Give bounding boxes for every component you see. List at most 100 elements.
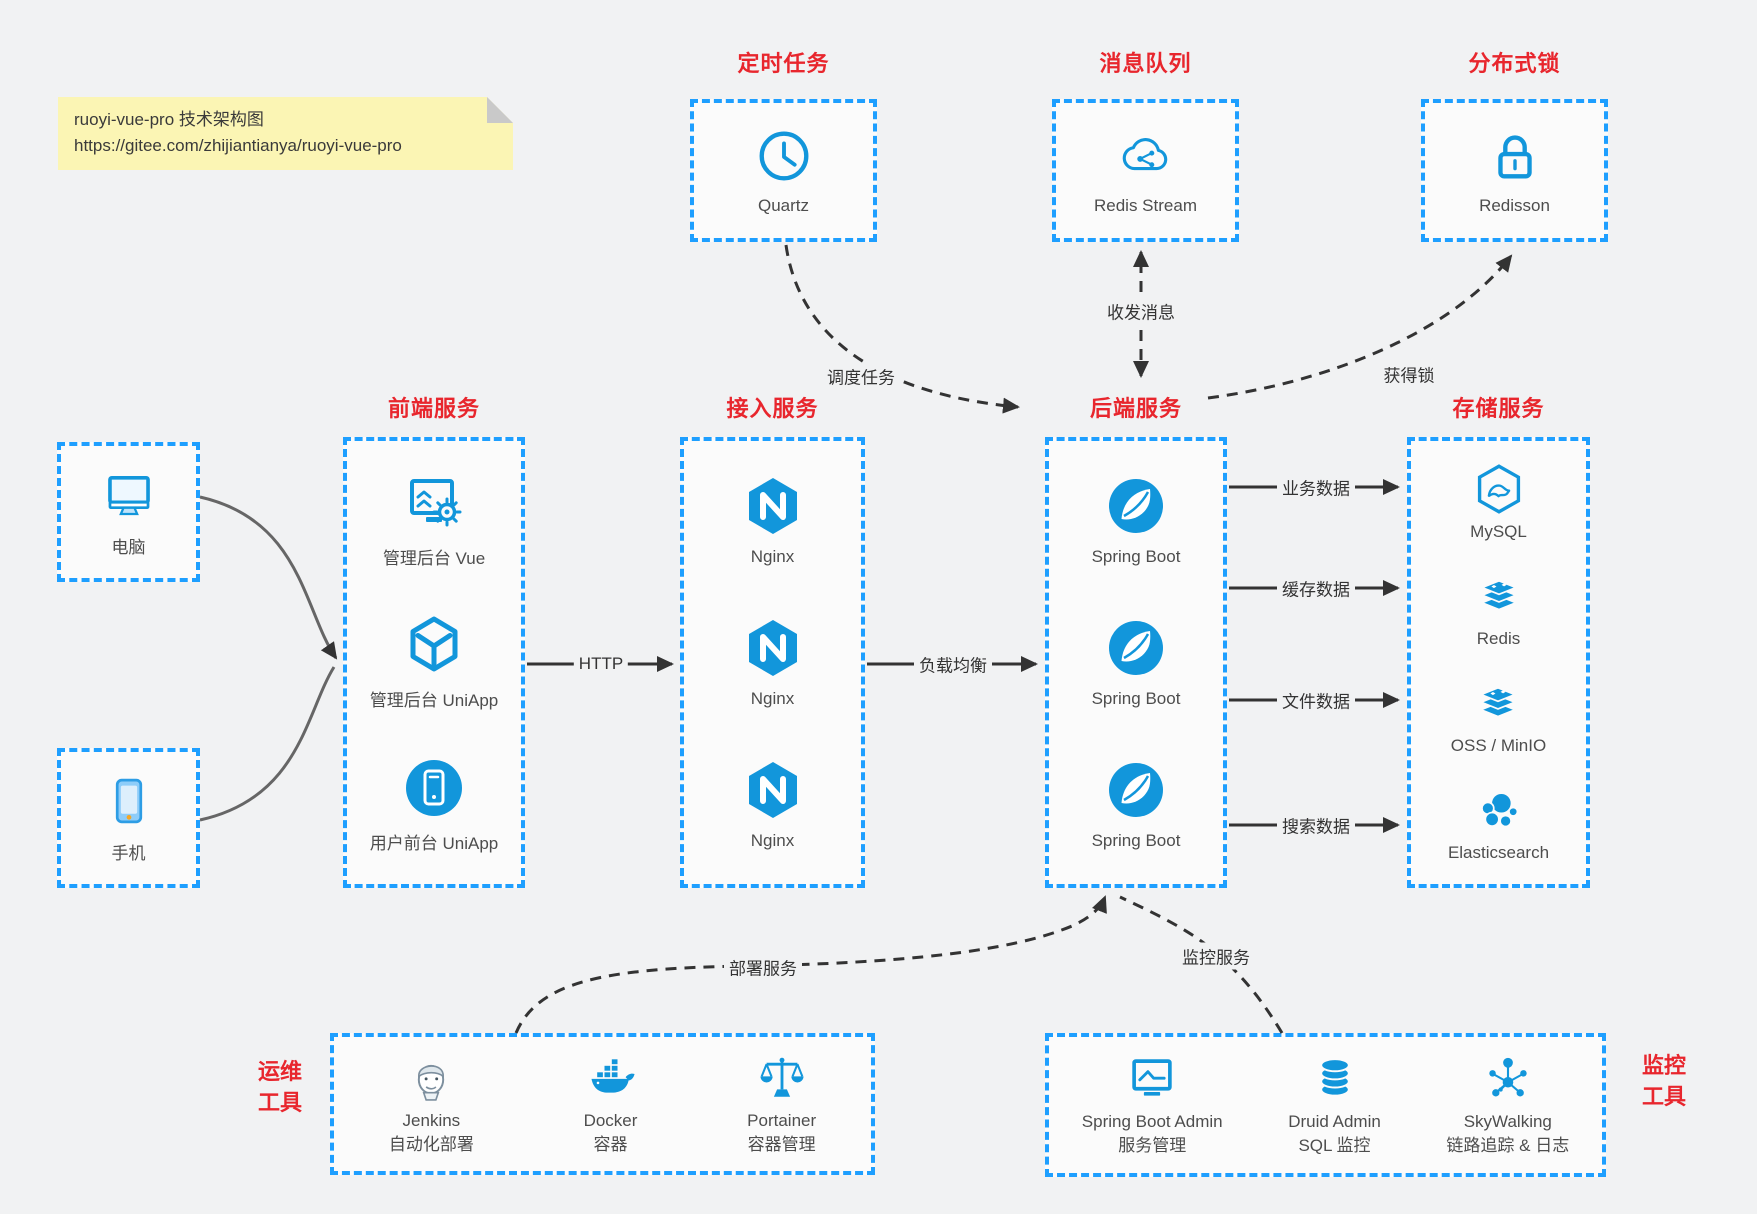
box-storage: MySQL Redis OSS / MinIO Elasticsearch [1407, 437, 1590, 888]
node-label: Elasticsearch [1447, 842, 1550, 862]
node-name: Spring Boot Admin [1081, 1111, 1223, 1131]
box-monitor-tools: Spring Boot Admin 服务管理 Druid Admin SQL 监… [1045, 1033, 1606, 1177]
box-client-pc: 电脑 [57, 442, 200, 582]
spring-boot-icon [1104, 758, 1168, 822]
user-app-icon [402, 756, 466, 820]
monitor-title-line1: 监控 [1641, 1053, 1686, 1078]
node-label: Nginx [750, 831, 795, 851]
box-ops-tools: Jenkins 自动化部署 Docker 容器 Portainer 容器管理 [330, 1033, 875, 1175]
edge-label-load-balance: 负载均衡 [914, 650, 992, 678]
sba-icon [1126, 1053, 1178, 1105]
docker-icon [585, 1052, 637, 1104]
skywalking-icon [1482, 1053, 1534, 1105]
desktop-icon [100, 466, 158, 524]
node-label: Redis [1476, 629, 1521, 649]
monitor-title-line2: 工具 [1641, 1084, 1686, 1109]
node-pc: 电脑 [100, 466, 158, 558]
node-admin-uniapp: 管理后台 UniApp [370, 613, 498, 711]
node-label: Nginx [750, 546, 795, 566]
box-distributed-lock: Redisson [1421, 99, 1608, 242]
node-desc: 容器管理 [747, 1134, 816, 1154]
node-label: 管理后台 UniApp [369, 691, 499, 711]
edge-deploy-service [514, 895, 1107, 1034]
node-label: 管理后台 Vue [382, 549, 486, 569]
group-title-lock: 分布式锁 [1468, 51, 1561, 76]
node-phone: 手机 [100, 772, 158, 864]
edge-label-acquire-lock: 获得锁 [1378, 360, 1440, 388]
node-label: Spring Boot [1091, 688, 1181, 708]
edge-label-business-data: 业务数据 [1277, 473, 1355, 501]
nginx-icon [741, 758, 805, 822]
node-label: Redis Stream [1094, 196, 1197, 215]
node-desc: 服务管理 [1118, 1135, 1187, 1155]
node-portainer: Portainer 容器管理 [747, 1052, 816, 1157]
node-springboot-2: Spring Boot [1091, 616, 1181, 709]
node-desc: 自动化部署 [388, 1134, 474, 1154]
nginx-icon [741, 474, 805, 538]
edge-label-http: HTTP [573, 653, 629, 675]
mysql-icon [1472, 462, 1526, 516]
node-name: Portainer [747, 1110, 817, 1130]
portainer-icon [756, 1052, 808, 1104]
edge-label-schedule-task: 调度任务 [822, 362, 900, 390]
node-name: Druid Admin [1288, 1111, 1381, 1131]
group-title-ops: 运维 工具 [234, 1056, 326, 1118]
clock-icon [753, 125, 815, 187]
node-user-uniapp: 用户前台 UniApp [370, 756, 498, 854]
node-label: OSS / MinIO [1450, 735, 1547, 755]
edge-pc-to-frontend [199, 495, 338, 660]
node-springboot-1: Spring Boot [1092, 474, 1180, 567]
edge-schedule-task [784, 244, 1020, 414]
group-title-monitor: 监控 工具 [1618, 1050, 1710, 1112]
node-docker: Docker 容器 [583, 1052, 638, 1157]
node-skywalking: SkyWalking 链路追踪 & 日志 [1446, 1053, 1569, 1158]
box-frontend: 管理后台 Vue 管理后台 UniApp 用户前台 UniApp [343, 437, 525, 888]
node-quartz: Quartz [753, 125, 815, 216]
node-mysql: MySQL [1470, 462, 1527, 542]
node-nginx-3: Nginx [741, 758, 805, 851]
box-message-queue: Redis Stream [1052, 99, 1239, 242]
node-spring-boot-admin: Spring Boot Admin 服务管理 [1082, 1053, 1223, 1158]
note-title: ruoyi-vue-pro 技术架构图 [74, 110, 264, 129]
group-title-backend: 后端服务 [1089, 396, 1182, 421]
box-backend: Spring Boot Spring Boot Spring Boot [1045, 437, 1227, 888]
node-label: Quartz [757, 196, 810, 215]
node-label: Spring Boot [1091, 831, 1181, 851]
node-name: Jenkins [402, 1110, 461, 1130]
nginx-icon [741, 616, 805, 680]
group-title-frontend: 前端服务 [387, 396, 480, 421]
sticky-note: ruoyi-vue-pro 技术架构图 https://gitee.com/zh… [58, 97, 513, 170]
node-redis-stream: Redis Stream [1094, 125, 1197, 216]
group-title-gateway: 接入服务 [726, 396, 819, 421]
spring-boot-icon [1104, 474, 1168, 538]
padlock-icon [1484, 125, 1546, 187]
node-name: SkyWalking [1463, 1111, 1552, 1131]
ops-title-line2: 工具 [257, 1090, 302, 1115]
node-druid-admin: Druid Admin SQL 监控 [1288, 1053, 1381, 1158]
node-label: Nginx [750, 688, 795, 708]
uniapp-cube-icon [402, 613, 466, 677]
node-jenkins: Jenkins 自动化部署 [389, 1052, 474, 1157]
cloud-stream-icon [1114, 125, 1176, 187]
node-label: 用户前台 UniApp [369, 833, 499, 853]
box-scheduled-task: Quartz [690, 99, 877, 242]
edge-label-cache-data: 缓存数据 [1277, 574, 1355, 602]
mobile-icon [100, 772, 158, 830]
edge-acquire-lock [1207, 254, 1513, 400]
node-desc: 链路追踪 & 日志 [1446, 1135, 1570, 1155]
node-name: Docker [583, 1110, 638, 1130]
admin-vue-icon [402, 471, 466, 535]
node-label: Redisson [1479, 196, 1550, 215]
node-label: 电脑 [111, 538, 146, 557]
group-title-scheduled: 定时任务 [737, 51, 830, 76]
edge-label-file-data: 文件数据 [1277, 686, 1355, 714]
node-elasticsearch: Elasticsearch [1448, 783, 1549, 863]
druid-icon [1309, 1053, 1361, 1105]
box-client-phone: 手机 [57, 748, 200, 888]
edge-label-send-receive-msg: 收发消息 [1102, 297, 1180, 325]
node-desc: SQL 监控 [1298, 1135, 1371, 1155]
spring-boot-icon [1104, 616, 1168, 680]
node-springboot-3: Spring Boot [1091, 758, 1181, 851]
edge-label-search-data: 搜索数据 [1277, 811, 1355, 839]
